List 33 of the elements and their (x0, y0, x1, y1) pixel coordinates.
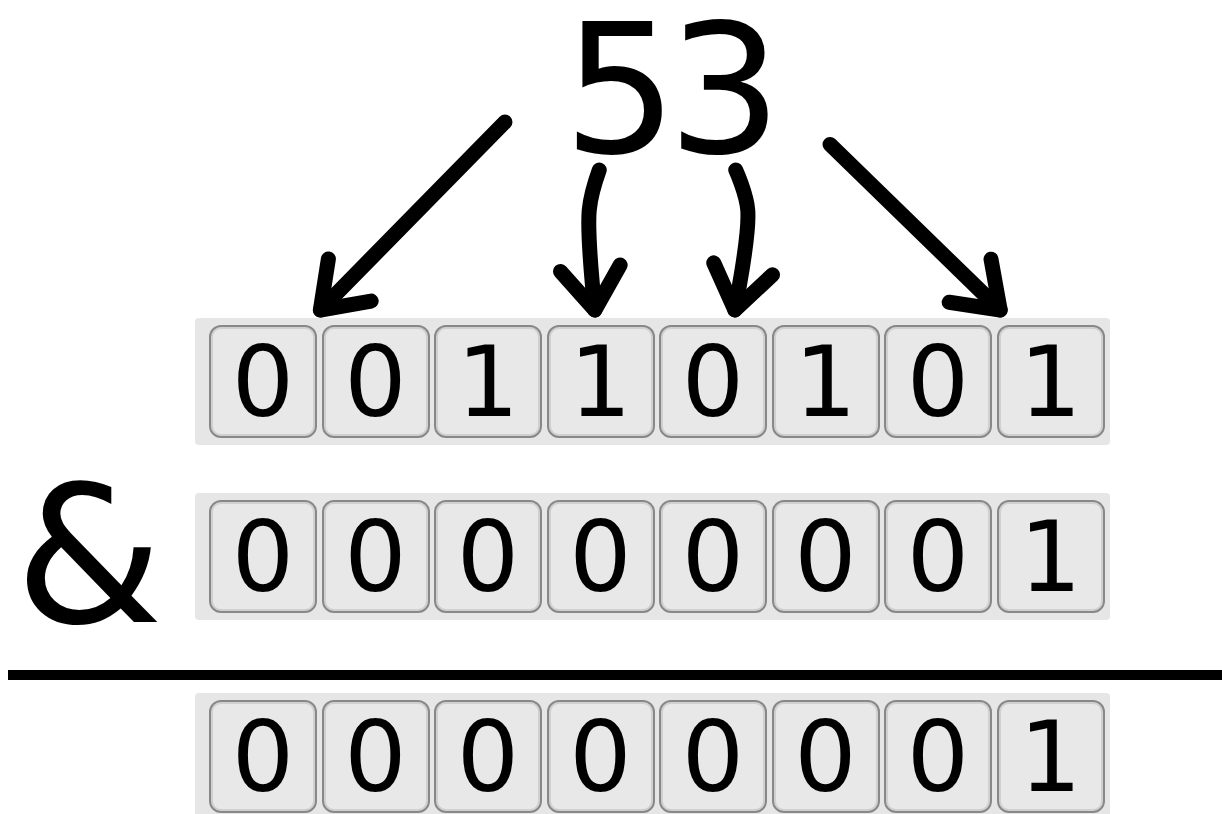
arrow (312, 114, 513, 318)
bit-cell: 1 (546, 325, 655, 438)
arrow (706, 162, 780, 318)
bit-cell: 0 (434, 500, 542, 613)
bit-cell: 0 (209, 325, 317, 438)
bit-cell: 0 (884, 500, 992, 613)
arrow (822, 136, 1008, 318)
bit-cell: 0 (321, 700, 430, 813)
bit-cell: 0 (209, 500, 317, 613)
operator-symbol: & (15, 462, 164, 652)
bit-cell: 0 (659, 700, 767, 813)
bit-row-background (195, 318, 1110, 445)
bit-cell: 0 (884, 325, 992, 438)
bit-row-background (195, 693, 1110, 814)
bit-cell: 0 (546, 700, 655, 813)
bit-cell: 0 (546, 500, 655, 613)
bit-cell: 1 (771, 325, 880, 438)
bit-cell: 0 (321, 325, 430, 438)
bit-cell: 0 (659, 325, 767, 438)
bit-cell: 1 (996, 325, 1105, 438)
bit-cell: 1 (996, 700, 1105, 813)
bit-cell: 0 (209, 700, 317, 813)
number-label: 53 (505, 10, 830, 170)
bit-cell: 0 (884, 700, 992, 813)
bit-cell: 0 (771, 700, 880, 813)
arrow (553, 162, 628, 318)
bit-row-background (195, 493, 1110, 620)
bit-cell: 0 (321, 500, 430, 613)
bit-cell: 0 (771, 500, 880, 613)
bit-cell: 1 (434, 325, 542, 438)
bit-cell: 0 (659, 500, 767, 613)
bit-cell: 1 (996, 500, 1105, 613)
bit-cell: 0 (434, 700, 542, 813)
